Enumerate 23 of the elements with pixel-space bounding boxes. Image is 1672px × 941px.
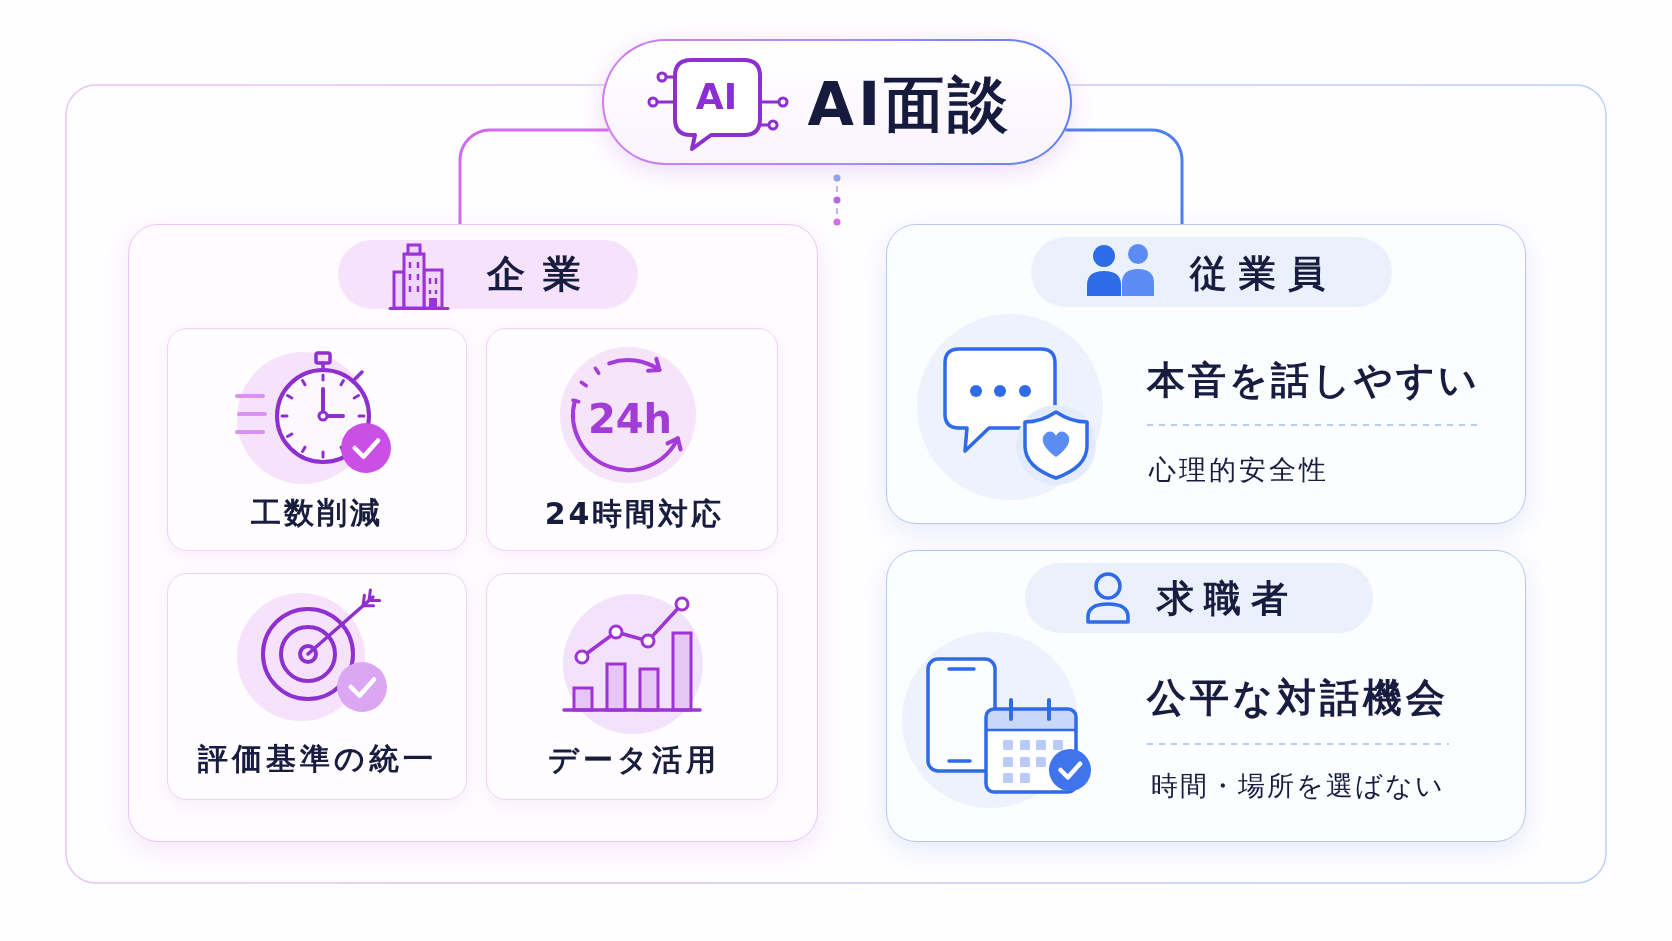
feature-card <box>485 572 778 800</box>
panel-card <box>128 224 818 842</box>
clock-text: 24h <box>587 395 673 443</box>
headline-text: 本音を話しやすい <box>1146 357 1480 404</box>
feature-card <box>166 327 467 551</box>
panel-card <box>886 550 1526 842</box>
feature-label: 評価基準の統一 <box>197 741 437 777</box>
headline-text: 公平な対話機会 <box>1146 674 1449 721</box>
icon-text: AI <box>695 74 738 119</box>
feature-card <box>485 327 778 551</box>
connector-line <box>458 128 609 224</box>
section-heading: 企業 <box>486 251 599 298</box>
section-heading: 従業員 <box>1189 251 1337 296</box>
feature-label: 工数削減 <box>250 495 383 531</box>
feature-label: データ活用 <box>548 742 720 778</box>
panel-card <box>886 224 1526 524</box>
feature-card <box>166 572 467 800</box>
connector-line <box>1065 128 1184 224</box>
title-text: AI面談 <box>807 67 1013 140</box>
section-heading: 求職者 <box>1156 576 1298 621</box>
subtext: 時間・場所を選ばない <box>1150 769 1445 802</box>
subtext: 心理的安全性 <box>1148 453 1329 486</box>
feature-label: 24時間対応 <box>544 496 725 532</box>
